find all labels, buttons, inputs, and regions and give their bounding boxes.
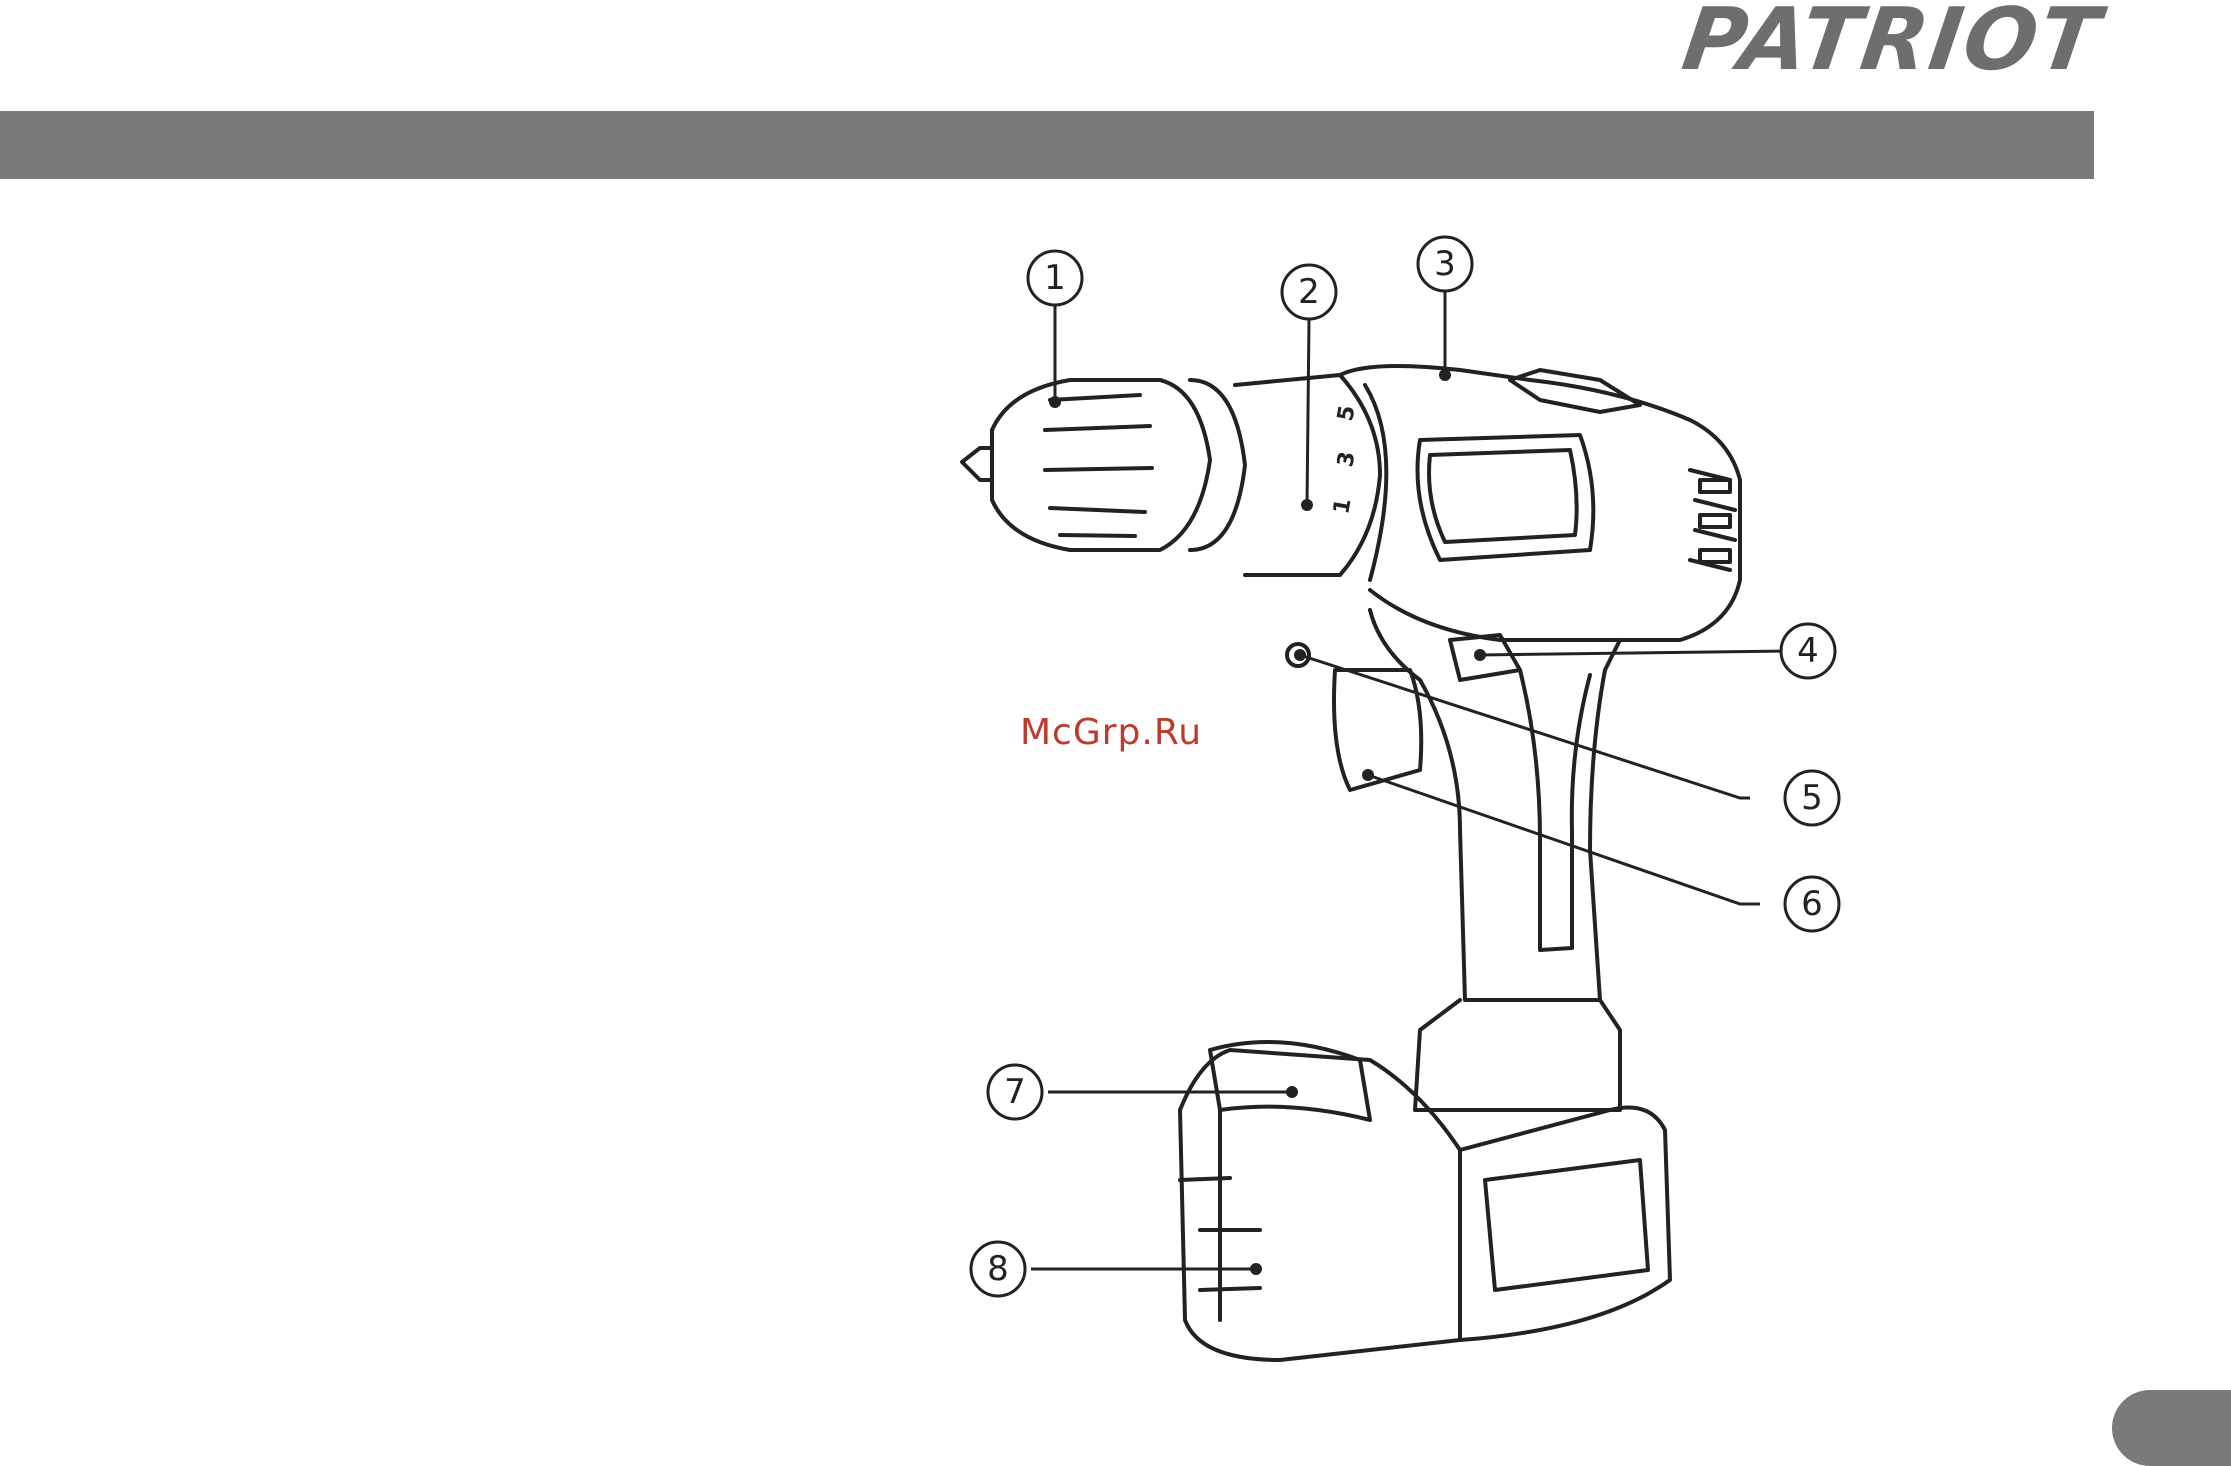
dial-mark-1: 1 xyxy=(1329,497,1356,516)
chuck-tip xyxy=(962,448,992,480)
callout-3: 3 xyxy=(1434,244,1456,284)
chuck-body xyxy=(992,380,1210,550)
dial-mark-3: 3 xyxy=(1333,450,1360,469)
battery-pack xyxy=(1180,1050,1670,1360)
trigger xyxy=(1334,670,1421,790)
gear-selector xyxy=(1510,370,1640,412)
patriot-logo: PATRIOT xyxy=(1584,0,2105,80)
handle xyxy=(1370,610,1620,1000)
header-bar xyxy=(0,111,2094,179)
drill-body xyxy=(1340,366,1740,640)
dial-mark-5: 5 xyxy=(1333,404,1360,423)
drill-illustration: 1 3 5 1 2 3 4 5 xyxy=(900,230,1900,1410)
page-tab xyxy=(2112,1390,2231,1466)
callout-2: 2 xyxy=(1298,272,1320,312)
watermark: McGrp.Ru xyxy=(1020,708,1250,758)
callout-6: 6 xyxy=(1801,884,1823,924)
callout-1: 1 xyxy=(1044,258,1066,298)
callout-4: 4 xyxy=(1797,631,1819,671)
callout-7: 7 xyxy=(1004,1072,1026,1112)
callout-8: 8 xyxy=(987,1249,1009,1289)
callout-5: 5 xyxy=(1801,778,1823,818)
